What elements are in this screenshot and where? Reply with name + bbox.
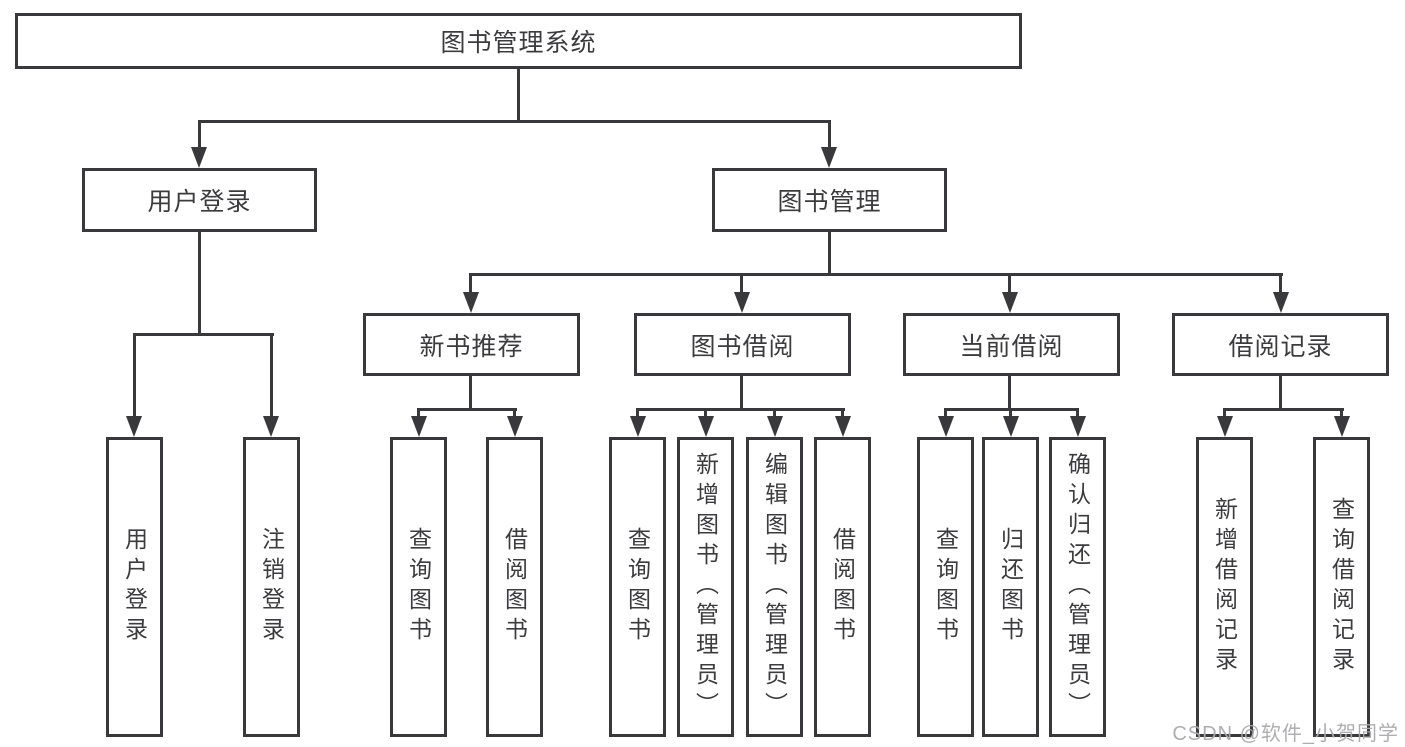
connector-root-horizontal bbox=[198, 120, 831, 123]
connector-stem-user-login bbox=[198, 120, 201, 148]
leaf-current-query-books: 查询图书 bbox=[917, 437, 974, 737]
node-label: 用户登录 bbox=[147, 188, 252, 216]
connector-user-horizontal bbox=[133, 333, 274, 336]
leaf-borrow-borrow-books: 借阅图书 bbox=[814, 437, 871, 737]
arrow-down bbox=[835, 416, 851, 437]
arrow-down bbox=[734, 292, 750, 313]
connector-stem bbox=[773, 408, 776, 418]
csdn-watermark: CSDN @软件_小贺同学 bbox=[1172, 723, 1399, 745]
connector-stem-book-management bbox=[828, 120, 831, 148]
leaf-logout: 注销登录 bbox=[243, 437, 300, 737]
leaf-label: 确认归还（管理员） bbox=[1064, 452, 1091, 722]
node-label: 图书管理 bbox=[777, 188, 882, 216]
arrow-down bbox=[821, 147, 837, 168]
connector-stem-leaf-logout bbox=[270, 333, 273, 417]
arrow-down bbox=[938, 416, 954, 437]
arrow-down bbox=[411, 416, 427, 437]
node-label: 图书借阅 bbox=[690, 332, 795, 361]
leaf-label: 注销登录 bbox=[258, 527, 285, 647]
leaf-label: 新增借阅记录 bbox=[1211, 497, 1238, 677]
leaf-label: 查询借阅记录 bbox=[1328, 497, 1355, 677]
connector-newbook-horizontal bbox=[417, 408, 517, 411]
connector-borrow-horizontal bbox=[636, 408, 845, 411]
node-label: 当前借阅 bbox=[959, 332, 1064, 361]
connector-records-horizontal bbox=[1223, 408, 1344, 411]
node-book-borrowing: 图书借阅 bbox=[634, 313, 851, 376]
arrow-down bbox=[1070, 416, 1086, 437]
node-borrowing-records: 借阅记录 bbox=[1172, 313, 1389, 376]
node-book-management: 图书管理 bbox=[712, 168, 947, 232]
leaf-current-return-books: 归还图书 bbox=[982, 437, 1039, 737]
connector-stem bbox=[1340, 408, 1343, 418]
leaf-borrow-query-books: 查询图书 bbox=[609, 437, 666, 737]
arrow-down bbox=[1273, 292, 1289, 313]
leaf-label: 用户登录 bbox=[121, 527, 148, 647]
connector-borrow-vertical bbox=[740, 374, 743, 411]
connector-stem bbox=[944, 408, 947, 418]
leaf-label: 查询图书 bbox=[932, 527, 959, 647]
arrow-down bbox=[191, 147, 207, 168]
connector-root-vertical bbox=[517, 66, 520, 123]
node-label: 新书推荐 bbox=[419, 332, 524, 361]
leaf-newbook-query-books: 查询图书 bbox=[390, 437, 447, 737]
arrow-down bbox=[630, 416, 646, 437]
connector-management-vertical bbox=[828, 230, 831, 276]
leaf-borrow-add-books-admin: 新增图书（管理员） bbox=[677, 437, 734, 737]
leaf-label: 借阅图书 bbox=[829, 527, 856, 647]
leaf-newbook-borrow-books: 借阅图书 bbox=[486, 437, 543, 737]
connector-level3-horizontal bbox=[469, 273, 1283, 276]
leaf-borrow-edit-books-admin: 编辑图书（管理员） bbox=[746, 437, 803, 737]
connector-user-vertical bbox=[198, 230, 201, 336]
leaf-current-confirm-return-admin: 确认归还（管理员） bbox=[1049, 437, 1106, 737]
connector-stem bbox=[704, 408, 707, 418]
connector-stem-leaf-user-login bbox=[133, 333, 136, 417]
connector-newbook-vertical bbox=[469, 374, 472, 411]
arrow-down bbox=[263, 416, 279, 437]
leaf-records-query-borrow-record: 查询借阅记录 bbox=[1313, 437, 1370, 737]
arrow-down bbox=[1003, 416, 1019, 437]
leaf-label: 编辑图书（管理员） bbox=[761, 452, 788, 722]
arrow-down bbox=[507, 416, 523, 437]
arrow-down bbox=[1217, 416, 1233, 437]
leaf-label: 新增图书（管理员） bbox=[692, 452, 719, 722]
node-current-borrowing: 当前借阅 bbox=[903, 313, 1120, 376]
leaf-user-login: 用户登录 bbox=[106, 437, 163, 737]
connector-stem bbox=[636, 408, 639, 418]
arrow-down bbox=[126, 416, 142, 437]
connector-current-vertical bbox=[1008, 374, 1011, 411]
node-new-book-recommendation: 新书推荐 bbox=[363, 313, 580, 376]
connector-stem bbox=[1223, 408, 1226, 418]
connector-stem bbox=[1009, 408, 1012, 418]
node-label: 借阅记录 bbox=[1228, 332, 1333, 361]
connector-records-vertical bbox=[1279, 374, 1282, 411]
connector-stem bbox=[1076, 408, 1079, 418]
leaf-label: 查询图书 bbox=[405, 527, 432, 647]
node-library-management-system: 图书管理系统 bbox=[15, 13, 1022, 69]
leaf-label: 归还图书 bbox=[997, 527, 1024, 647]
node-user-login: 用户登录 bbox=[82, 168, 317, 232]
leaf-label: 查询图书 bbox=[624, 527, 651, 647]
arrow-down bbox=[463, 292, 479, 313]
connector-stem-book-borrow bbox=[740, 273, 743, 293]
node-label: 图书管理系统 bbox=[440, 29, 597, 57]
arrow-down bbox=[698, 416, 714, 437]
connector-stem-new-book bbox=[469, 273, 472, 293]
arrow-down bbox=[1334, 416, 1350, 437]
arrow-down bbox=[767, 416, 783, 437]
leaf-records-add-borrow-record: 新增借阅记录 bbox=[1196, 437, 1253, 737]
connector-stem-current-borrow bbox=[1008, 273, 1011, 293]
connector-stem bbox=[841, 408, 844, 418]
connector-stem bbox=[513, 408, 516, 418]
arrow-down bbox=[1002, 292, 1018, 313]
leaf-label: 借阅图书 bbox=[501, 527, 528, 647]
connector-stem bbox=[417, 408, 420, 418]
connector-stem-borrow-records bbox=[1279, 273, 1282, 293]
